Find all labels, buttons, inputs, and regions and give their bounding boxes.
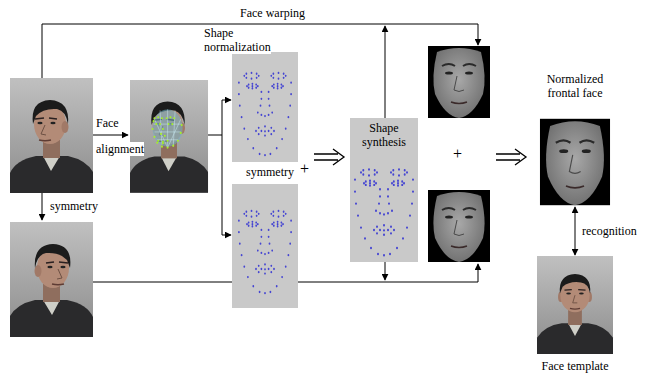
node-heading: Normalized frontal face [540, 72, 610, 100]
photo [130, 80, 208, 193]
label-text: symmetry [50, 199, 98, 213]
double-arrow [314, 149, 344, 165]
mirrored-photo [10, 222, 93, 337]
shape-panel [350, 118, 418, 262]
landmark-shape [239, 73, 291, 155]
annotation-label: symmetry [50, 199, 98, 213]
symmetry-arrow [42, 193, 43, 220]
edge-label-box: recognition [582, 224, 637, 238]
annotation-label: Face alignment [96, 110, 146, 162]
double-arrow [496, 149, 526, 165]
result-panel: Normalized frontal face [538, 70, 612, 207]
branch-line [222, 100, 223, 235]
template-panel: Face template [535, 255, 615, 375]
label-text: + [300, 160, 309, 177]
face-mesh [153, 109, 183, 146]
annotation-label: + [453, 145, 462, 163]
warped-face [428, 46, 490, 118]
label-text: Face alignment [96, 116, 144, 156]
mesh-lines [154, 109, 182, 147]
label-text: Face warping [240, 6, 305, 20]
normalized-face [540, 119, 610, 205]
branch-arrow [222, 100, 231, 101]
annotation-label: Shape normalization [204, 26, 284, 54]
edge-label: recognition [582, 224, 637, 238]
alignment-arrow [93, 135, 128, 136]
aligned-photo [130, 80, 208, 193]
connector-arrow [575, 207, 576, 255]
label-text: symmetry [246, 165, 294, 179]
shape-panel [232, 52, 298, 162]
branch-line [208, 135, 222, 136]
template-photo [537, 256, 613, 354]
landmark-dots [153, 117, 182, 147]
node-heading: Shape synthesis [353, 121, 415, 149]
annotation-label: symmetry [246, 165, 294, 179]
branch-arrow [222, 235, 231, 236]
annotation-label: + [300, 160, 309, 178]
annotation-label: Face warping [240, 6, 305, 21]
synthesis-panel: Shape synthesis [350, 118, 418, 262]
label-text: + [453, 145, 462, 162]
landmark-shape [355, 169, 413, 255]
caption-text: Face template [537, 359, 613, 373]
shape-panel [232, 184, 298, 308]
input-photo [10, 78, 93, 193]
landmark-shape [239, 211, 291, 293]
warped-face [428, 190, 490, 262]
label-text: Shape normalization [204, 26, 271, 54]
